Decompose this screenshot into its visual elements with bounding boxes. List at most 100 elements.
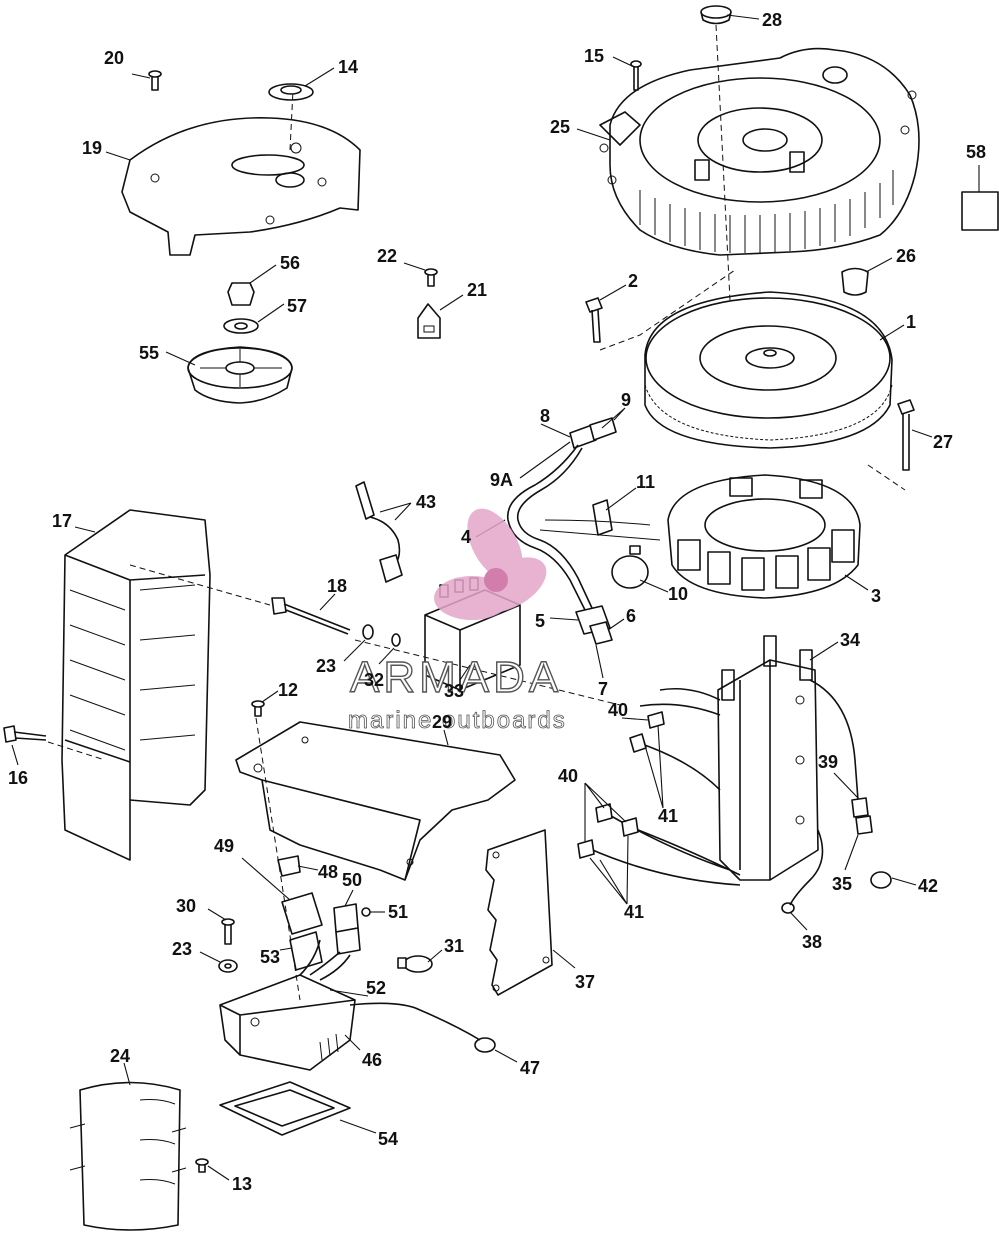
callout-24: 24 [110, 1046, 130, 1066]
part-2-bolt [585, 297, 603, 343]
callout-2: 2 [628, 271, 638, 291]
callout-52: 52 [366, 978, 386, 998]
part-12-screw [251, 700, 265, 717]
part-40-41-leads [577, 687, 741, 886]
armada-watermark: ARMADA marine outboards [348, 508, 567, 734]
callout-53: 53 [260, 947, 280, 967]
part-55-starter-pulley [187, 346, 293, 404]
callout-37: 37 [575, 972, 595, 992]
callout-27: 27 [933, 432, 953, 452]
callout-28: 28 [762, 10, 782, 30]
callout-11: 11 [636, 472, 655, 492]
callout-34: 34 [840, 630, 860, 650]
callout-16: 16 [8, 768, 28, 788]
part-4-wire-harness [506, 444, 661, 611]
part-23-washer [362, 624, 374, 640]
part-43-spark-plug-cap [355, 481, 403, 583]
callout-46: 46 [362, 1050, 382, 1070]
callout-51: 51 [388, 902, 408, 922]
part-54-gasket [219, 1081, 351, 1136]
part-46-power-pack [219, 974, 356, 1071]
part-32-washer [391, 633, 401, 647]
part-56-nut [227, 282, 255, 306]
callout-20: 20 [104, 48, 124, 68]
callout-17: 17 [52, 511, 72, 531]
callout-25: 25 [550, 117, 570, 137]
callout-40-upper: 40 [608, 700, 628, 720]
part-18-bolt [271, 597, 351, 635]
propeller-logo-icon [434, 508, 547, 620]
callout-10: 10 [668, 584, 688, 604]
part-14-grommet [268, 83, 314, 101]
watermark-tagline: marine outboards [348, 707, 567, 734]
part-3-stator [667, 474, 861, 599]
part-58-box [961, 191, 999, 231]
leader-lines [11, 14, 980, 1181]
part-57-washer [223, 318, 259, 334]
callout-56: 56 [280, 253, 300, 273]
part-22-screw [424, 268, 438, 287]
part-19-cover-plate [121, 117, 361, 256]
callout-42: 42 [918, 876, 938, 896]
part-26-nut [841, 267, 869, 296]
callout-41-lower: 41 [624, 902, 644, 922]
callout-50: 50 [342, 870, 362, 890]
part-11-clip [592, 499, 613, 536]
callout-57: 57 [287, 296, 307, 316]
part-42-clamp [870, 871, 892, 889]
alignment-lines [47, 24, 906, 1001]
callout-26: 26 [896, 246, 916, 266]
part-50-connector [333, 903, 361, 955]
callout-48: 48 [318, 862, 338, 882]
part-6-connector [575, 605, 613, 645]
callout-12: 12 [278, 680, 298, 700]
part-49-connector [281, 892, 323, 971]
part-37-plate [485, 829, 553, 996]
callout-43: 43 [416, 492, 436, 512]
part-29-cover [235, 721, 516, 881]
part-34-bracket [717, 635, 819, 881]
part-38-ground-wire [781, 829, 824, 914]
part-8-9-connector [569, 417, 617, 449]
part-28-cap [700, 5, 732, 25]
part-25-flywheel-cover [599, 47, 920, 256]
callout-13: 13 [232, 1174, 252, 1194]
part-10-cable-strap [611, 545, 649, 589]
part-30-screw [221, 918, 235, 945]
callout-23-lower: 23 [172, 939, 192, 959]
callout-9: 9 [621, 390, 631, 410]
callout-3: 3 [871, 586, 881, 606]
part-20-screw [148, 70, 162, 91]
callout-18: 18 [327, 576, 347, 596]
callout-4: 4 [461, 527, 471, 547]
part-24-shroud [69, 1081, 187, 1231]
callout-22: 22 [377, 246, 397, 266]
part-16-bolt [3, 725, 47, 743]
callout-6: 6 [626, 606, 636, 626]
part-15-screw [630, 60, 642, 91]
callout-31: 31 [444, 936, 464, 956]
callout-55: 55 [139, 343, 159, 363]
callout-39: 39 [818, 752, 838, 772]
callout-33: 33 [444, 681, 464, 701]
callout-35: 35 [832, 874, 852, 894]
callout-54: 54 [378, 1129, 398, 1149]
part-31-clip [397, 955, 433, 973]
callout-1: 1 [906, 312, 916, 332]
part-48-clip [277, 855, 301, 877]
callout-7: 7 [598, 679, 608, 699]
part-27-bolt [897, 399, 915, 471]
callout-9a: 9A [490, 470, 513, 490]
part-13-screw [195, 1158, 209, 1173]
part-47-ground-strap [349, 1002, 496, 1053]
callout-labels: 28 15 25 58 20 14 19 22 21 56 57 55 2 26… [8, 10, 986, 1194]
callout-21: 21 [467, 280, 487, 300]
part-17-electrical-cover [61, 509, 211, 861]
callout-38: 38 [802, 932, 822, 952]
part-51-pin [361, 907, 371, 917]
callout-58: 58 [966, 142, 986, 162]
callout-40-lower: 40 [558, 766, 578, 786]
callout-29: 29 [432, 712, 452, 732]
callout-19: 19 [82, 138, 102, 158]
